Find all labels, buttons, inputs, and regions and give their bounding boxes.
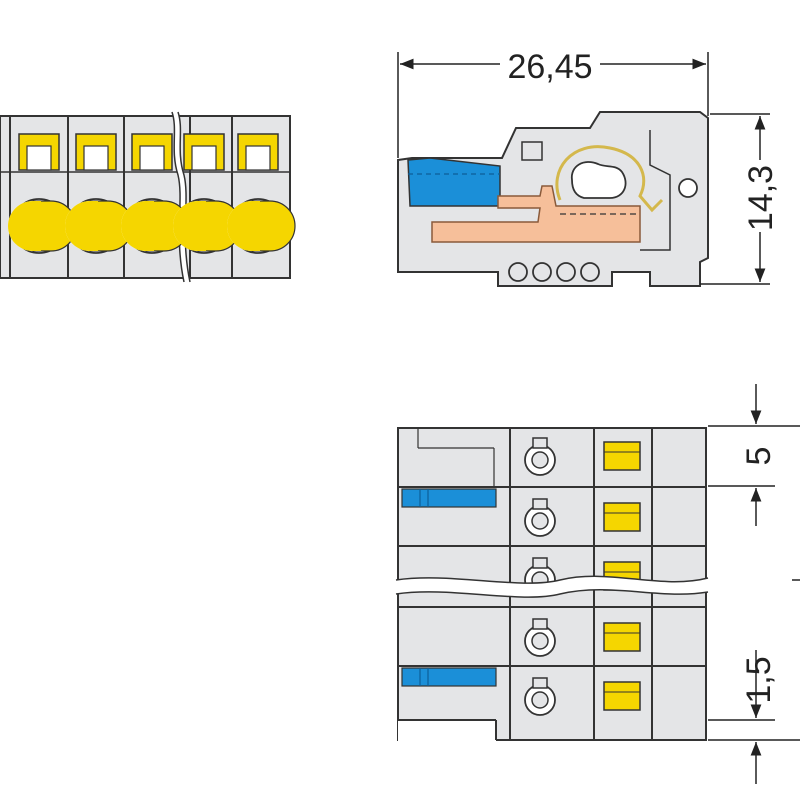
- top-row: [398, 665, 706, 716]
- dim-offset: [708, 650, 800, 784]
- push-button-top: [603, 681, 641, 711]
- push-button-slot: [245, 145, 271, 171]
- dim-pitch-label: 5: [740, 447, 778, 466]
- push-button-slot: [191, 145, 217, 171]
- push-button-top: [603, 502, 641, 532]
- front-pole: [173, 133, 242, 254]
- front-pole: [8, 133, 77, 254]
- spring-clamp: [555, 145, 664, 213]
- release-lever: [407, 157, 501, 207]
- front-pole: [227, 133, 296, 254]
- side-view: [397, 111, 709, 287]
- push-button-slot: [139, 145, 165, 171]
- front-pole: [65, 133, 134, 254]
- dim-width-label: 26,45: [507, 48, 592, 86]
- push-button-slot: [26, 145, 52, 171]
- top-row: [524, 437, 641, 476]
- top-row: [398, 486, 706, 537]
- release-lever-top: [401, 488, 497, 508]
- release-lever-top: [401, 667, 497, 687]
- copper-contact: [431, 185, 641, 243]
- front-poles: [8, 133, 296, 254]
- dim-offset-label: 1,5: [740, 656, 778, 703]
- push-button-top: [603, 622, 641, 652]
- front-pole: [121, 133, 190, 254]
- dim-height: [700, 113, 770, 285]
- wire-entry-yellow: [251, 200, 296, 252]
- top-row: [398, 606, 706, 657]
- push-button-top: [603, 441, 641, 471]
- dim-pitch: [708, 384, 800, 526]
- dim-width: [397, 52, 709, 158]
- push-button-slot: [83, 145, 109, 171]
- dim-height-label: 14,3: [742, 165, 780, 231]
- top-rows: [398, 437, 706, 716]
